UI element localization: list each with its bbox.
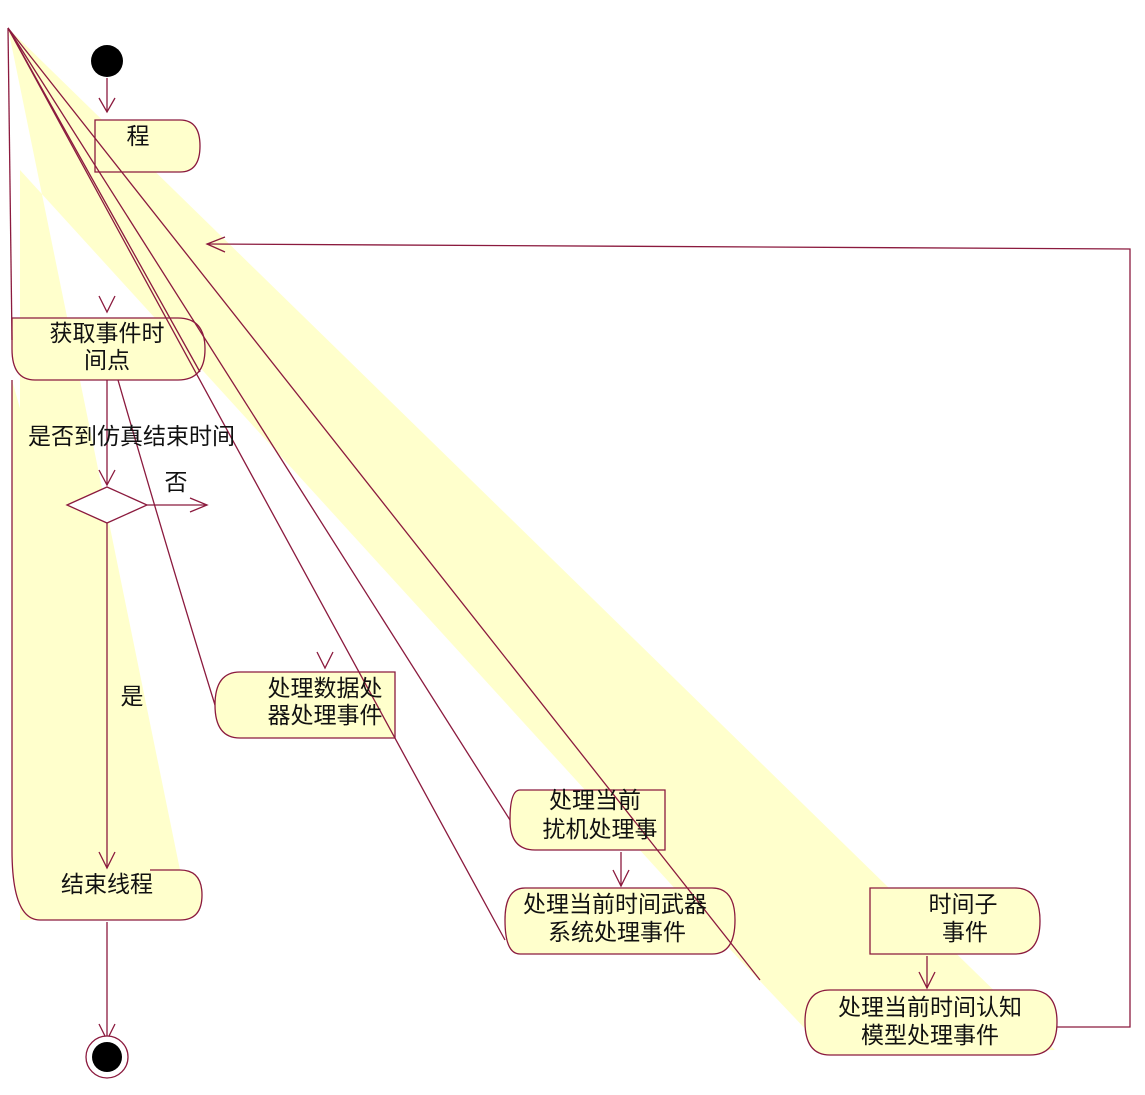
arrowhead-no [189, 497, 209, 513]
subsystem-label-line2: 事件 [942, 920, 988, 946]
start-thread-node-box [94, 119, 201, 173]
cognitive-node-box [804, 989, 1058, 1056]
start-thread-label: 程 [127, 124, 150, 150]
data-handler-label-line2: 器处理事件 [268, 703, 383, 729]
loop-back-edge [206, 243, 1131, 1028]
arrowhead-1 [98, 97, 116, 114]
cognitive-label-line1: 处理当前时间认知 [838, 995, 1022, 1021]
arrowhead-yes [98, 851, 116, 870]
weapon-node-box [504, 887, 736, 955]
weapon-label-line1: 处理当前时间武器 [523, 892, 707, 918]
data-handler-label-line1: 处理数据处 [268, 676, 383, 702]
arrowhead-cog [918, 971, 936, 990]
arrowhead-data [316, 651, 334, 670]
jammer-label-line1: 处理当前 [549, 788, 641, 814]
arrowhead-loop [205, 236, 226, 253]
arrowhead-3 [98, 469, 116, 487]
end-thread-node-box [11, 380, 203, 921]
subsystem-label-line1: 时间子 [929, 892, 998, 918]
glitch-lines [7, 27, 761, 981]
cognitive-label-line2: 模型处理事件 [861, 1023, 999, 1049]
branch-yes-label: 是 [121, 684, 144, 710]
branch-no-label: 否 [165, 470, 188, 496]
get-event-time-label-line2: 间点 [84, 348, 130, 374]
weapon-label-line2: 系统处理事件 [548, 920, 686, 946]
decision-question-label-alt: 是否到仿真结束时间 [28, 424, 235, 450]
jammer-label-line2: 扰机处理事 [543, 817, 658, 843]
arrowhead-2 [98, 295, 116, 314]
data-handler-node-box [214, 671, 396, 739]
subsystem-node-box [869, 887, 1041, 955]
initial-node [91, 45, 123, 77]
jammer-node-box [509, 789, 666, 851]
flow-edges [65, 78, 1131, 1042]
final-node-core [92, 1042, 122, 1072]
get-event-time-label-line1: 获取事件时 [50, 321, 165, 347]
arrowhead-weapon [612, 869, 630, 888]
glitch-shape [8, 28, 1055, 1055]
end-thread-label: 结束线程 [61, 872, 153, 898]
